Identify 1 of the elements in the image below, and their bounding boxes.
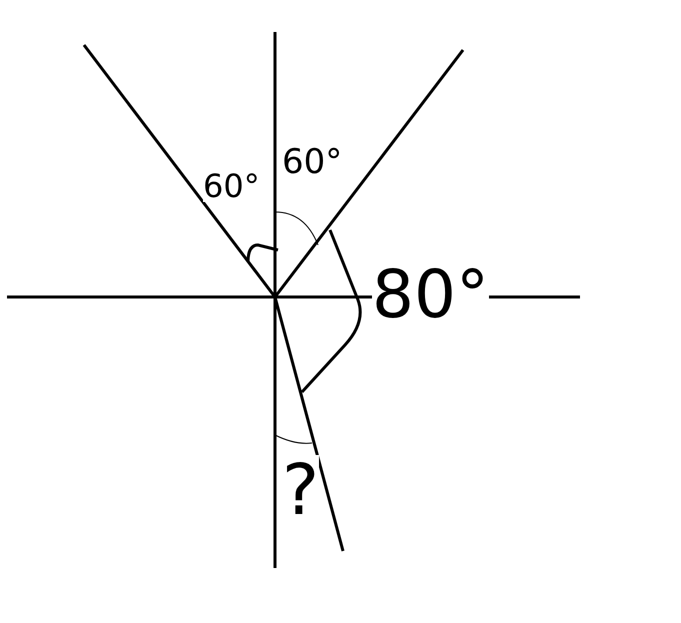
angle-label: 60° <box>203 170 260 202</box>
